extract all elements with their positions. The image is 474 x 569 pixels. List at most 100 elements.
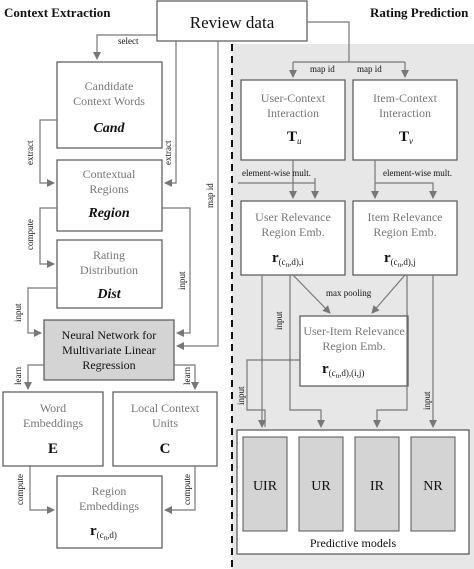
label-map-id-1: map id xyxy=(310,64,335,74)
word-embeddings-box xyxy=(2,391,104,467)
uci-line2: Interaction xyxy=(267,106,319,120)
contextual-regions-box xyxy=(56,159,163,232)
label-learn-2: learn xyxy=(182,367,192,385)
arrow-ewm-row2 xyxy=(375,182,437,199)
label-input-1: input xyxy=(177,271,187,290)
word-line2: Embeddings xyxy=(23,416,83,430)
local-line1: Local Context xyxy=(131,401,200,415)
nn-line2: Multivariate Linear xyxy=(62,343,156,357)
nn-line1: Neural Network for xyxy=(62,328,157,342)
word-line1: Word xyxy=(40,401,66,415)
label-map-id-left: map id xyxy=(205,183,215,208)
arrow-map-id-left xyxy=(176,41,219,350)
review-data-box xyxy=(156,0,308,42)
model-nr-label: NR xyxy=(423,479,443,494)
arrow-urr-to-ur xyxy=(289,275,325,428)
label-extract-left: extract xyxy=(25,140,35,165)
neural-network-box xyxy=(43,319,175,381)
cand-line2: Context Words xyxy=(73,94,145,108)
user-context-interaction-box xyxy=(240,79,346,161)
dist-line1: Rating xyxy=(93,248,125,262)
label-input-r1: input xyxy=(274,311,284,330)
review-data-label: Review data xyxy=(190,13,275,32)
arrow-max-pooling-right xyxy=(371,274,406,314)
model-ur-label: UR xyxy=(311,479,331,494)
regemb-line1: Region xyxy=(92,484,127,498)
user-item-relevance-region-emb-box xyxy=(299,315,409,387)
dist-symbol: Dist xyxy=(96,287,121,302)
irr-line2: Region Emb. xyxy=(373,225,436,239)
label-compute-1: compute xyxy=(25,219,35,250)
urr-line1: User Relevance xyxy=(255,210,331,224)
regemb-symbol: r(cn,d) xyxy=(90,523,117,542)
label-extract-right: extract xyxy=(163,140,173,165)
local-symbol: C xyxy=(160,441,171,457)
label-learn-1: learn xyxy=(13,367,23,385)
label-compute-3: compute xyxy=(182,474,192,505)
model-ur-box xyxy=(298,436,344,532)
arrow-compute-2 xyxy=(29,466,55,514)
arrow-uirr-to-uir xyxy=(246,359,300,427)
arrow-review-to-mapid xyxy=(307,21,350,62)
local-line2: Units xyxy=(152,416,178,430)
model-uir-box xyxy=(242,436,288,532)
region-line2: Regions xyxy=(89,182,129,196)
label-input-r3: input xyxy=(422,391,432,410)
uci-line1: User-Context xyxy=(261,91,326,105)
irr-line1: Item Relevance xyxy=(368,210,443,224)
arrow-input-region xyxy=(162,207,191,337)
arrow-learn-1 xyxy=(24,364,44,390)
cand-line1: Candidate xyxy=(85,79,134,93)
irr-symbol: r(cn,d),j xyxy=(384,250,416,269)
nn-line3: Regression xyxy=(82,358,135,372)
ici-line1: Item-Context xyxy=(373,91,438,105)
arrow-extract-right xyxy=(164,41,177,187)
user-relevance-region-emb-box xyxy=(240,200,346,276)
header-context-extraction: Context Extraction xyxy=(4,5,111,20)
label-ewm-2: element-wise mult. xyxy=(383,168,452,178)
arrow-input-dist xyxy=(27,287,57,337)
arrow-compute-1 xyxy=(39,207,57,268)
arrow-extract-left xyxy=(39,119,57,187)
ici-symbol: Tv xyxy=(399,129,413,146)
model-nr-box xyxy=(410,436,456,532)
label-compute-2: compute xyxy=(15,474,25,505)
cand-symbol: Cand xyxy=(93,121,125,136)
urr-symbol: r(cn,d),i xyxy=(272,250,304,269)
item-relevance-region-emb-box xyxy=(352,200,458,276)
label-ewm-1: element-wise mult. xyxy=(242,168,311,178)
arrow-max-pooling-left xyxy=(292,274,331,314)
label-map-id-2: map id xyxy=(357,64,382,74)
model-ir-label: IR xyxy=(370,479,385,494)
arrow-select xyxy=(93,34,157,60)
region-symbol: Region xyxy=(87,206,129,221)
uirr-line1: User-Item Relevance xyxy=(303,324,404,338)
label-max-pooling: max pooling xyxy=(326,288,372,298)
label-input-r2: input xyxy=(236,386,246,405)
label-input-2: input xyxy=(13,303,23,322)
arrow-learn-2 xyxy=(174,364,199,390)
item-context-interaction-box xyxy=(352,79,458,161)
candidate-context-words-box xyxy=(56,61,163,149)
label-select: select xyxy=(118,36,139,46)
model-ir-box xyxy=(354,436,400,532)
ici-line2: Interaction xyxy=(379,106,431,120)
uci-symbol: Tu xyxy=(287,129,302,146)
region-line1: Contextual xyxy=(83,167,136,181)
uirr-symbol: r(cn,d),(i,j) xyxy=(322,361,364,380)
arrow-irr-to-ir xyxy=(373,275,408,428)
regemb-line2: Embeddings xyxy=(79,499,139,513)
header-rating-prediction: Rating Prediction xyxy=(370,5,469,20)
urr-line2: Region Emb. xyxy=(261,225,324,239)
region-embeddings-box xyxy=(56,475,163,549)
model-uir-label: UIR xyxy=(253,479,278,494)
rating-distribution-box xyxy=(56,239,163,309)
word-symbol: E xyxy=(48,441,58,457)
local-context-units-box xyxy=(112,391,218,467)
predictive-models-label: Predictive models xyxy=(310,536,397,550)
dist-line2: Distribution xyxy=(80,263,138,277)
arrow-compute-3 xyxy=(164,466,196,514)
uirr-line2: Region Emb. xyxy=(322,339,385,353)
